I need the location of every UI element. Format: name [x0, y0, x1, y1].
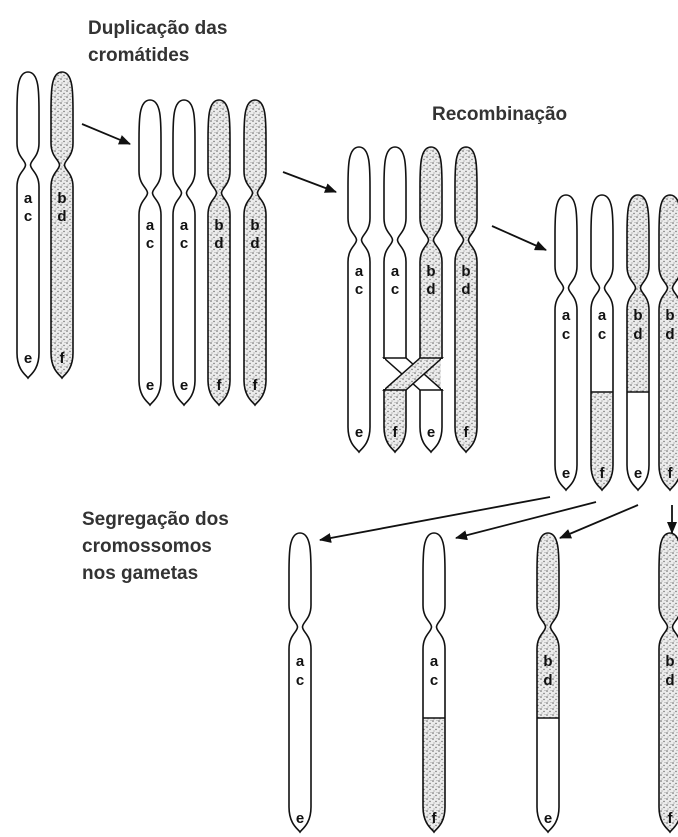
- chromosome-fill: [164, 95, 204, 410]
- arrow-gamete-3: [560, 505, 638, 538]
- gene-label: c: [296, 672, 304, 689]
- gene-label: a: [598, 307, 607, 324]
- gene-label: d: [543, 672, 552, 689]
- gene-label: d: [57, 208, 66, 225]
- gene-label: c: [562, 326, 570, 343]
- gene-label: b: [250, 217, 259, 234]
- chromosome: bdf: [42, 67, 82, 383]
- gene-label: d: [665, 326, 674, 343]
- title-segregation-line3: nos gametas: [82, 563, 198, 584]
- title-duplication-line2: cromátides: [88, 45, 189, 66]
- gene-label: b: [543, 653, 552, 670]
- gene-label: c: [24, 208, 32, 225]
- gene-label: d: [461, 281, 470, 298]
- chromosome-fill: [130, 95, 170, 410]
- gene-label: c: [180, 235, 188, 252]
- gene-label: d: [633, 326, 642, 343]
- gene-label: a: [180, 217, 189, 234]
- chromosome: bdf: [650, 190, 678, 495]
- chromosome-fill: [42, 67, 82, 383]
- gene-label: a: [146, 217, 155, 234]
- gene-label: c: [598, 326, 606, 343]
- chromosome: acf: [414, 528, 454, 837]
- gene-label: a: [391, 263, 400, 280]
- gene-label: e: [180, 377, 188, 394]
- gene-label: b: [665, 307, 674, 324]
- chromosome: ac e: [164, 95, 204, 410]
- gene-label: b: [426, 263, 435, 280]
- gene-label: c: [430, 672, 438, 689]
- title-duplication-line1: Duplicação das: [88, 18, 227, 39]
- chromosome-fill: [199, 95, 239, 410]
- chromosome: ac e: [130, 95, 170, 410]
- gene-label: e: [355, 424, 363, 441]
- arrow-recombination: [492, 226, 546, 250]
- chromosome: acf: [375, 142, 415, 457]
- chromosome: bd e: [411, 142, 451, 457]
- gene-label: d: [250, 235, 259, 252]
- gene-label: b: [57, 190, 66, 207]
- chromosome: bdf: [446, 142, 486, 457]
- chromosome: bdf: [199, 95, 239, 410]
- chromosome-fill: [339, 142, 379, 457]
- chromosome: bd e: [528, 528, 568, 837]
- gene-label: b: [214, 217, 223, 234]
- chromosome-fill: [411, 142, 451, 457]
- gene-label: e: [146, 377, 154, 394]
- title-segregation-line2: cromossomos: [82, 536, 212, 557]
- gene-label: e: [562, 465, 570, 482]
- chromosome-fill: [446, 142, 486, 457]
- gene-label: a: [24, 190, 33, 207]
- arrow-duplication: [82, 124, 130, 144]
- chromosome-fill: [235, 95, 275, 410]
- chromosome: bd e: [618, 190, 658, 495]
- title-segregation-line1: Segregação dos: [82, 509, 229, 530]
- chromosome: ac e: [546, 190, 586, 495]
- gene-label: a: [430, 653, 439, 670]
- gene-label: e: [634, 465, 642, 482]
- gene-label: d: [665, 672, 674, 689]
- gene-label: a: [562, 307, 571, 324]
- chromosome-fill: [375, 142, 415, 457]
- chromosome: acf: [582, 190, 622, 495]
- arrows: [82, 124, 672, 540]
- gene-label: a: [296, 653, 305, 670]
- gene-label: e: [544, 810, 552, 827]
- chromosome-fill: [8, 67, 48, 383]
- gene-label: b: [633, 307, 642, 324]
- gene-label: c: [355, 281, 363, 298]
- gene-label: b: [665, 653, 674, 670]
- gene-label: c: [391, 281, 399, 298]
- chromosomes: acebdfaceacebdfbdfaceacfbdebdfaceacfbdeb…: [8, 67, 678, 837]
- title-recombination: Recombinação: [432, 104, 567, 125]
- arrow-crossing-over: [283, 172, 336, 192]
- gene-label: e: [427, 424, 435, 441]
- gene-label: b: [461, 263, 470, 280]
- gene-label: d: [214, 235, 223, 252]
- chromosome: ac e: [8, 67, 48, 383]
- gene-label: d: [426, 281, 435, 298]
- gene-label: e: [296, 810, 304, 827]
- gene-label: e: [24, 350, 32, 367]
- chromosome: ac e: [280, 528, 320, 837]
- chromosome: ac e: [339, 142, 379, 457]
- chromosome: bdf: [235, 95, 275, 410]
- gene-label: a: [355, 263, 364, 280]
- gene-label: c: [146, 235, 154, 252]
- chromosome: bdf: [650, 528, 678, 837]
